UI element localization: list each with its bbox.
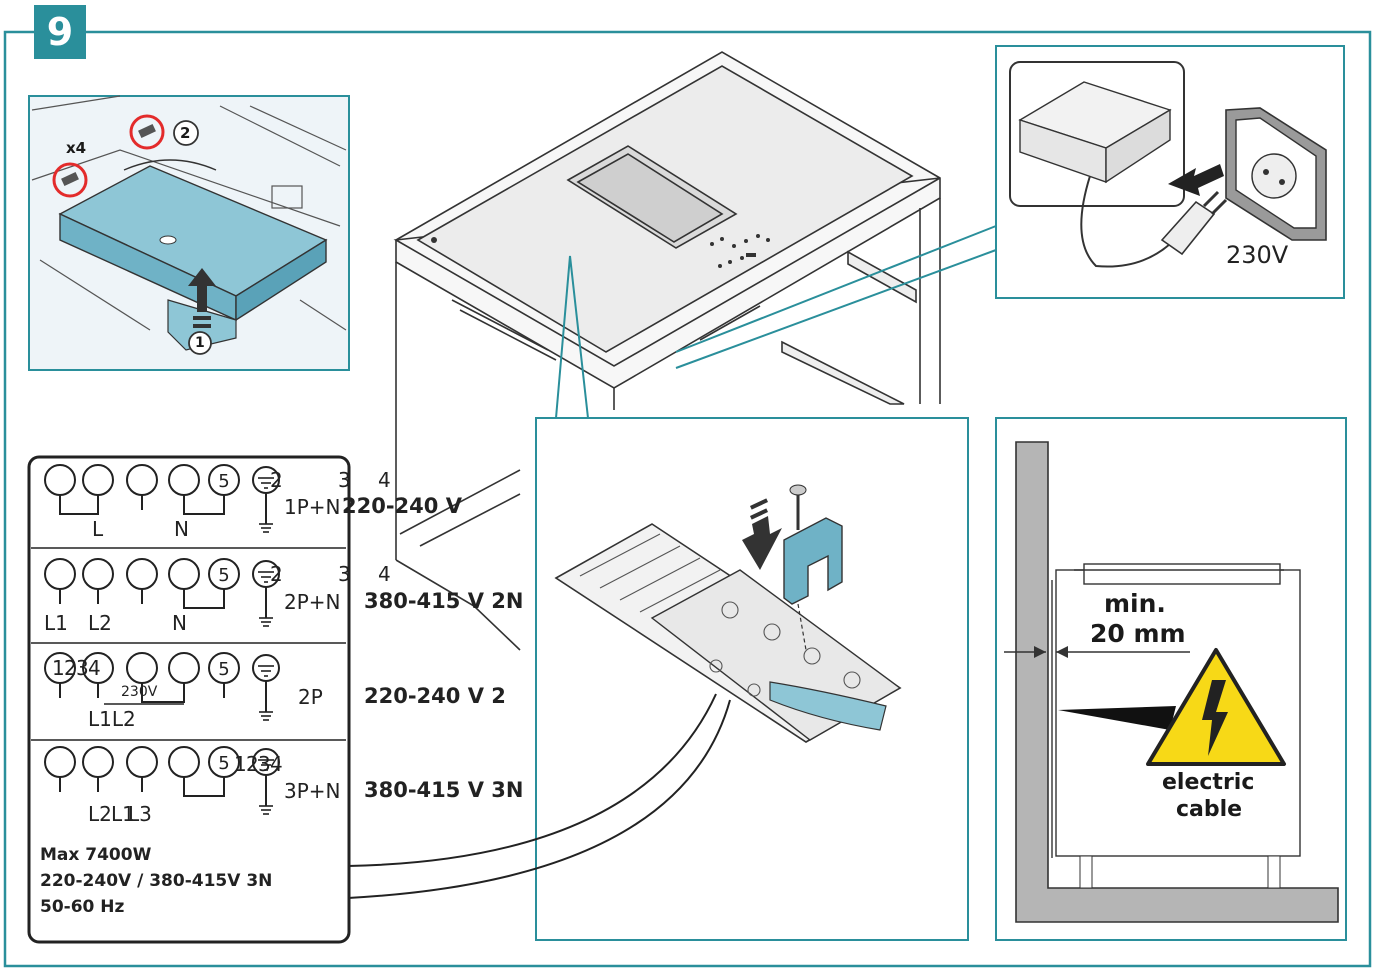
terminal-bridge xyxy=(183,604,225,609)
spec-frequency: 50-60 Hz xyxy=(40,897,125,917)
callout-2: 2 xyxy=(180,124,191,142)
row4-num-2: 2 xyxy=(246,752,259,776)
terminal-circle xyxy=(82,558,114,590)
row2-num-2: 2 xyxy=(270,562,283,586)
terminals-layer: 5 5 5 5 xyxy=(44,464,280,815)
leader-lines xyxy=(555,225,997,419)
row1-num-2: 2 xyxy=(270,468,283,492)
terminal-5-label: 5 xyxy=(218,565,229,586)
terminal-circle xyxy=(168,652,200,684)
outer-frame xyxy=(3,30,1372,968)
row2-terminal-L1: L1 xyxy=(44,611,68,635)
row4-mode: 3P+N xyxy=(284,779,341,803)
row3-terminal-L1L2: L1L2 xyxy=(88,707,136,731)
row2-voltage: 380-415 V 2N xyxy=(364,589,524,613)
row1-voltage: 220-240 V xyxy=(342,494,462,518)
row4-terminal-L3: L3 xyxy=(128,802,152,826)
min-label: min. xyxy=(1104,589,1166,618)
terminal-circle xyxy=(126,652,158,684)
row3-voltage: 220-240 V 2 xyxy=(364,684,506,708)
socket-inset xyxy=(995,45,1345,299)
row3-num-3: 3 xyxy=(76,656,89,680)
terminal-5-label: 5 xyxy=(218,753,229,774)
ground-terminal xyxy=(252,654,280,682)
terminal-circle xyxy=(126,558,158,590)
row4-terminal-L2: L2 xyxy=(88,802,112,826)
spec-max-power: Max 7400W xyxy=(40,845,152,865)
bracket-inset xyxy=(28,95,350,371)
row2-terminal-L2: L2 xyxy=(88,611,112,635)
row4-voltage: 380-415 V 3N xyxy=(364,778,524,802)
row3-mode: 2P xyxy=(298,685,323,709)
distance-label: 20 mm xyxy=(1090,619,1186,648)
terminal-block-inset xyxy=(535,417,969,941)
warning-label-cable: cable xyxy=(1176,797,1243,822)
terminal-circle xyxy=(44,746,76,778)
callout-1: 1 xyxy=(195,335,205,351)
row2-num-3: 3 xyxy=(338,562,351,586)
row4-num-1: 1 xyxy=(234,752,247,776)
terminal-5-label: 5 xyxy=(218,659,229,680)
row4-num-3: 3 xyxy=(258,752,271,776)
row4-terminal-L1: L1 xyxy=(111,802,135,826)
row3-num-1: 1 xyxy=(52,656,65,680)
spec-voltage-range: 220-240V / 380-415V 3N xyxy=(40,871,273,891)
row4-num-4: 4 xyxy=(270,752,283,776)
cooktop-illustration xyxy=(393,51,941,651)
callout-2-circle xyxy=(173,120,199,146)
clearance-inset xyxy=(995,417,1347,941)
terminal-circle xyxy=(126,746,158,778)
row1-terminal-L: L xyxy=(92,517,104,541)
arrow-right-icon xyxy=(1168,164,1224,196)
terminal-bridge xyxy=(183,510,225,515)
row3-bridge-label: 230V xyxy=(121,684,158,700)
row3-num-4: 4 xyxy=(88,656,101,680)
up-arrow-icon xyxy=(188,268,216,328)
control-dots xyxy=(431,234,770,268)
terminal-circle xyxy=(44,558,76,590)
callout-1-circle xyxy=(188,331,212,355)
row1-mode: 1P+N xyxy=(284,495,341,519)
socket-voltage-label: 230V xyxy=(1226,241,1289,269)
connector-curves xyxy=(347,693,731,899)
terminal-circle xyxy=(168,558,200,590)
row2-num-4: 4 xyxy=(378,562,391,586)
terminal-bridge xyxy=(59,510,99,515)
multiplier-label: x4 xyxy=(66,139,87,157)
row1-num-3: 3 xyxy=(338,468,351,492)
terminal-circle xyxy=(168,464,200,496)
wall-socket-icon xyxy=(1225,107,1327,241)
terminal-circle xyxy=(44,464,76,496)
terminal-circle xyxy=(168,746,200,778)
row2-mode: 2P+N xyxy=(284,590,341,614)
terminal-circle xyxy=(82,746,114,778)
screw-icon xyxy=(52,114,165,198)
step-number-badge: 9 xyxy=(34,5,86,59)
plug-icon xyxy=(1160,190,1228,256)
terminal-bridge xyxy=(183,792,225,797)
warning-label-electric: electric xyxy=(1162,770,1255,795)
terminal-bridge xyxy=(141,698,185,703)
terminal-circle xyxy=(82,464,114,496)
warning-triangle-icon xyxy=(1146,648,1286,766)
row1-terminal-N: N xyxy=(174,517,189,541)
row1-num-4: 4 xyxy=(378,468,391,492)
terminal-circle xyxy=(126,464,158,496)
row3-num-2: 2 xyxy=(64,656,77,680)
terminal-5-label: 5 xyxy=(218,471,229,492)
row2-terminal-N: N xyxy=(172,611,187,635)
